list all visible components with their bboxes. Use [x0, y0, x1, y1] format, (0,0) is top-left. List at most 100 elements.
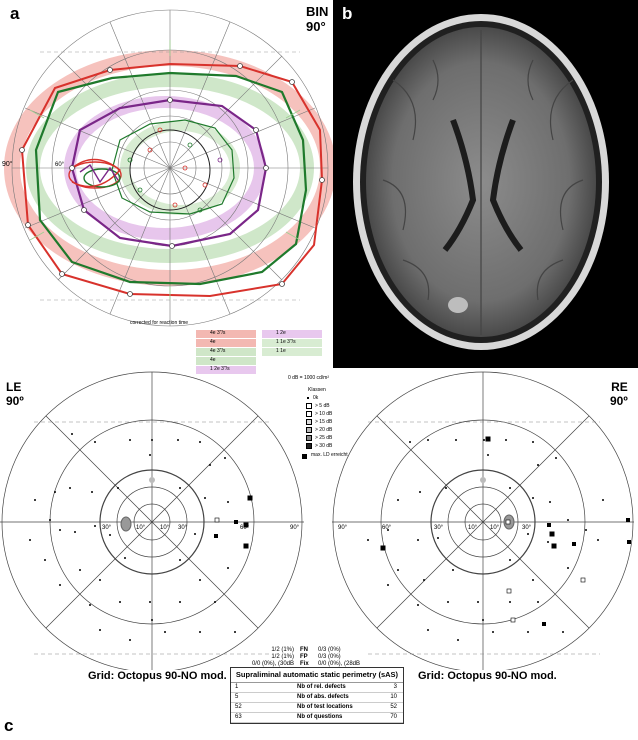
ecc-label: 30°	[102, 525, 112, 531]
test-point	[483, 439, 485, 441]
test-point	[149, 454, 151, 456]
green-isopter	[34, 71, 308, 286]
test-point	[199, 631, 201, 633]
test-point	[492, 631, 494, 633]
legend-left-label: 4e 3"/s	[196, 348, 256, 356]
ecc-label: 90°	[290, 525, 300, 531]
legend-class-swatch-icon	[306, 443, 312, 449]
absolute-defect-marker	[547, 523, 551, 527]
test-point	[509, 601, 511, 603]
test-point	[455, 439, 457, 441]
test-point	[164, 631, 166, 633]
legend-right-label	[262, 357, 322, 365]
test-point	[69, 487, 71, 489]
test-point	[199, 579, 201, 581]
relative-defect-marker	[505, 519, 511, 525]
re-static-field-chart: 90°60°30°10°10°30°	[332, 371, 634, 670]
test-point	[29, 539, 31, 541]
lesion-highlight	[448, 297, 468, 313]
sas-label: Nb of abs. defects	[297, 694, 349, 700]
test-point	[109, 534, 111, 536]
ecc-label: 30°	[434, 525, 444, 531]
test-point	[91, 491, 93, 493]
test-point	[509, 559, 511, 561]
absolute-defect-marker	[243, 543, 249, 549]
legend-class-label: 0k	[313, 395, 319, 401]
legend-class-swatch-icon	[306, 435, 312, 441]
arrow-vectors	[29, 40, 301, 300]
test-point	[417, 539, 419, 541]
test-point	[214, 601, 216, 603]
test-point	[423, 579, 425, 581]
test-point-markers	[19, 63, 325, 297]
test-point	[204, 497, 206, 499]
test-point	[409, 441, 411, 443]
test-point	[234, 631, 236, 633]
panel-a-left-ecc-label: 90°	[2, 160, 13, 168]
test-point	[547, 541, 549, 543]
absolute-defect-marker	[485, 436, 491, 442]
reliability-key: FP	[300, 654, 308, 660]
ecc-label: 90°	[338, 525, 348, 531]
test-point	[179, 487, 181, 489]
le-blind-spot-icon	[120, 516, 132, 532]
absolute-defect-marker	[234, 520, 238, 524]
test-point	[427, 629, 429, 631]
test-point	[129, 639, 131, 641]
legend-class-label: > 20 dB	[315, 427, 333, 433]
panel-a-corner-label-line2: 90°	[306, 19, 326, 34]
le-static-field-chart: 30°10°10°30°60°90°	[0, 371, 304, 670]
legend-left-label: 1 2e 3"/s	[196, 366, 256, 374]
ecc-label: 60°	[240, 525, 250, 531]
test-point	[437, 537, 439, 539]
max-ld-marker-icon	[302, 454, 307, 459]
panel-c-legend-title: Klassen	[308, 387, 326, 393]
test-point	[457, 639, 459, 641]
test-point	[597, 539, 599, 541]
legend-left-label: 4e 3"/s	[196, 330, 256, 338]
le-ecc-labels: 30°10°10°30°60°90°	[102, 525, 300, 531]
central-isopter	[129, 129, 211, 211]
test-point	[79, 569, 81, 571]
panel-a-corner-label-line1: BIN	[306, 4, 329, 19]
panel-c-header-note: 0 dB = 1000 cd/m²	[288, 375, 329, 381]
test-point	[452, 569, 454, 571]
absolute-defect-marker	[542, 622, 546, 626]
le-test-points	[29, 433, 253, 641]
panel-a-center-label: 60°	[55, 162, 65, 168]
sas-table: Supraliminal automatic static perimetry …	[230, 667, 404, 724]
test-point	[124, 557, 126, 559]
test-point	[227, 501, 229, 503]
test-point	[99, 629, 101, 631]
test-point	[417, 604, 419, 606]
re-ecc-labels: 90°60°30°10°10°30°	[338, 525, 532, 531]
sas-label: Nb of rel. defects	[297, 684, 346, 690]
sas-title: Supraliminal automatic static perimetry …	[231, 668, 403, 683]
test-point	[505, 439, 507, 441]
test-point	[54, 491, 56, 493]
legend-left-label: 4e	[196, 339, 256, 347]
blind-spot-cluster	[68, 158, 122, 189]
absolute-defect-marker	[549, 531, 555, 537]
panel-a-perimetry-chart: 90° 60° corrected for reaction time	[2, 9, 336, 327]
sas-label: Nb of test locations	[297, 704, 353, 710]
reliability-left-value: 0/0 (0%), (30dB	[251, 661, 294, 667]
test-point	[49, 519, 51, 521]
legend-class-label: > 15 dB	[315, 419, 333, 425]
sas-right-value: 52	[390, 704, 397, 710]
reliability-key: Fix	[300, 661, 309, 667]
legend-class-swatch-icon	[306, 411, 312, 417]
polar-grid	[11, 9, 329, 327]
relative-defect-marker	[510, 617, 516, 623]
re-grid-caption: Grid: Octopus 90-NO mod.	[418, 670, 557, 682]
test-point	[549, 501, 551, 503]
test-point	[179, 559, 181, 561]
inner-green-isopter	[111, 119, 235, 215]
legend-left-label: 4e	[196, 357, 256, 365]
panel-a-letter: a	[10, 4, 20, 23]
